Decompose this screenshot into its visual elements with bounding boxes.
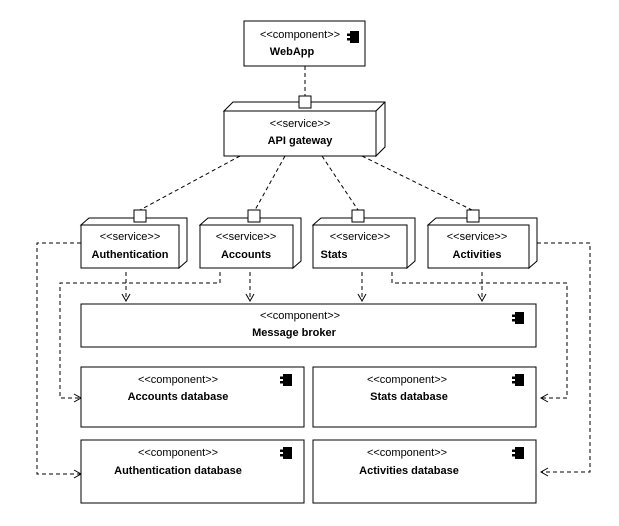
port-square <box>466 209 480 223</box>
database-accounts: <<component>> Accounts database <box>80 366 305 428</box>
service-name: Authentication <box>92 249 169 261</box>
database-authentication: <<component>> Authentication database <box>80 439 305 504</box>
gateway-stereotype: <<service>> <box>270 118 331 130</box>
service-name: Stats <box>321 249 348 261</box>
connector-gateway-accounts <box>254 155 286 211</box>
connector-activities-db <box>537 242 591 473</box>
database-stats: <<component>> Stats database <box>312 366 537 428</box>
service-stereotype: <<service>> <box>330 231 391 243</box>
message-broker-component: <<component>> Message broker <box>80 303 537 348</box>
database-name: Accounts database <box>128 391 229 403</box>
webapp-component: <<component>> WebApp <box>243 20 366 67</box>
service-node-accounts: <<service>> Accounts <box>198 209 302 270</box>
webapp-stereotype: <<component>> <box>260 29 340 41</box>
connector-gateway-authentication <box>139 155 241 211</box>
service-stereotype: <<service>> <box>447 231 508 243</box>
database-name: Stats database <box>370 391 448 403</box>
database-stereotype: <<component>> <box>138 447 218 459</box>
port-square <box>298 95 312 109</box>
gateway-name: API gateway <box>268 135 334 147</box>
port-square <box>133 209 147 223</box>
database-name: Activities database <box>359 465 459 477</box>
database-activities: <<component>> Activities database <box>312 439 537 504</box>
connector-authentication-db <box>36 242 81 475</box>
webapp-name: WebApp <box>270 46 315 58</box>
service-node-activities: <<service>> Activities <box>426 209 538 270</box>
service-name: Accounts <box>221 249 271 261</box>
port-square <box>247 209 261 223</box>
service-name: Activities <box>453 249 502 261</box>
broker-stereotype: <<component>> <box>260 310 340 322</box>
service-stereotype: <<service>> <box>216 231 277 243</box>
database-stereotype: <<component>> <box>138 374 218 386</box>
api-gateway-node: <<service>> API gateway <box>222 95 386 158</box>
broker-name: Message broker <box>252 327 336 339</box>
connectors <box>36 66 591 479</box>
service-node-stats: <<service>> Stats <box>311 209 416 270</box>
connector-accounts-db <box>59 272 221 399</box>
service-stereotype: <<service>> <box>100 231 161 243</box>
connector-gateway-stats <box>321 155 359 211</box>
database-stereotype: <<component>> <box>367 374 447 386</box>
port-square <box>351 209 365 223</box>
connector-gateway-activities <box>361 155 473 211</box>
connector-stats-db <box>391 272 568 399</box>
service-node-authentication: <<service>> Authentication <box>79 209 188 270</box>
database-name: Authentication database <box>114 465 242 477</box>
database-stereotype: <<component>> <box>367 447 447 459</box>
